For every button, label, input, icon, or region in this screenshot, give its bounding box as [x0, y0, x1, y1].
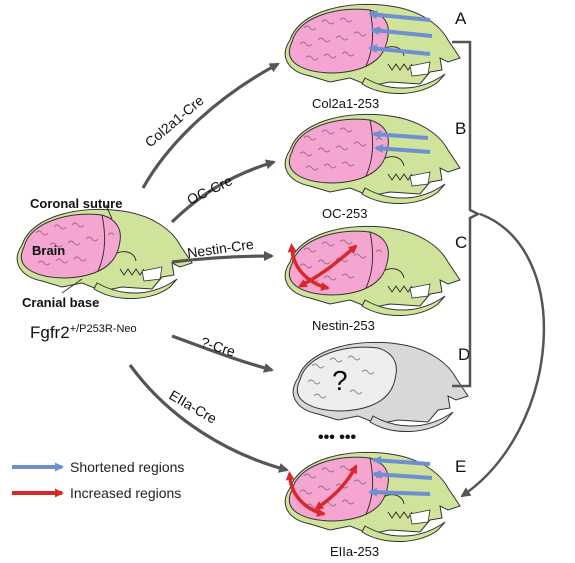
panel-e-skull	[284, 451, 461, 543]
cranial-base-pointer	[61, 278, 83, 294]
legend-shortened-label: Shortened regions	[70, 459, 184, 475]
cre-arrows	[128, 62, 289, 473]
panel-letter-e: E	[455, 457, 466, 476]
return-arrow	[460, 212, 546, 498]
arrow-label-ella: EIIa-Cre	[167, 387, 220, 427]
arrow-label-unknown: ?-Cre	[199, 334, 237, 360]
cranial-base-label: Cranial base	[22, 295, 99, 310]
arrow-unknown	[171, 334, 274, 373]
panel-letter-c: C	[455, 233, 467, 252]
arrow-col2a1	[141, 62, 280, 189]
legend: Shortened regions Increased regions	[12, 459, 184, 501]
panel-letter-b: B	[455, 119, 466, 138]
panel-caption-e: EIIa-253	[330, 544, 379, 559]
panel-d-question-mark: ?	[332, 365, 348, 396]
panel-d-skull	[292, 341, 469, 432]
coronal-suture-label: Coronal suture	[30, 196, 122, 211]
source-skull	[16, 204, 193, 300]
panel-caption-a: Col2a1-253	[312, 96, 379, 111]
panel-caption-c: Nestin-253	[312, 318, 375, 333]
panel-a-skull	[284, 3, 461, 95]
genotype-label: Fgfr2+/P253R-Neo	[30, 323, 137, 342]
arrow-oc	[170, 159, 276, 224]
ellipsis: ••• •••	[318, 429, 356, 446]
brain-label: Brain	[32, 243, 65, 258]
genotype-superscript: +/P253R-Neo	[70, 323, 137, 335]
arrow-ella	[128, 364, 289, 473]
arrow-nestin	[171, 251, 274, 264]
panel-b-skull	[284, 113, 461, 205]
panel-c-skull	[284, 225, 461, 317]
panel-letter-a: A	[455, 9, 467, 28]
panel-caption-b: OC-253	[322, 206, 368, 221]
legend-increased-label: Increased regions	[70, 485, 181, 501]
coronal-pointer	[105, 204, 113, 220]
right-bracket	[452, 40, 481, 388]
arrow-label-oc: OC-Cre	[184, 172, 235, 208]
genotype-base: Fgfr2	[30, 323, 70, 342]
panel-letter-d: D	[458, 345, 470, 364]
